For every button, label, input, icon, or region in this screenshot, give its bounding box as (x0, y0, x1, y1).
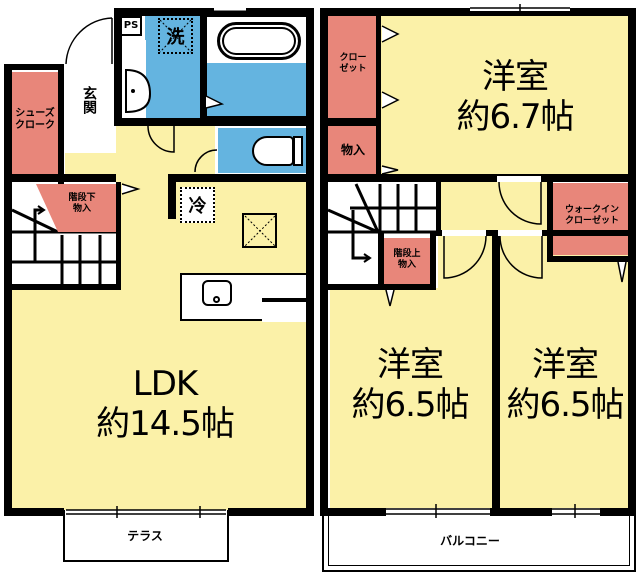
ldk-name: LDK (132, 364, 198, 404)
wall (114, 118, 310, 126)
wall (168, 174, 176, 219)
ps-label: PS (123, 20, 139, 31)
balcony-inner (328, 514, 630, 566)
room-a-name: 洋室 (482, 57, 549, 97)
wall (228, 508, 314, 516)
room-b-area: 約6.5帖 (351, 385, 469, 425)
walk-in-closet (552, 183, 632, 255)
balcony-label: バルコニー (440, 534, 500, 548)
wall (114, 8, 122, 126)
wall (320, 8, 328, 516)
upper-stairs-storage-label: 階段上 物入 (393, 249, 421, 270)
wall (324, 118, 380, 126)
entrance-label: 玄関 (81, 86, 97, 114)
bathtub (217, 22, 301, 60)
room-c-floor (500, 236, 632, 512)
wall (547, 256, 632, 262)
wall (436, 182, 441, 236)
shoe-closet-label: シューズ クローク (15, 108, 55, 131)
wall (306, 8, 314, 516)
upper-stairs-storage (384, 238, 430, 286)
kitchen-counter-notch (262, 300, 310, 322)
wall (376, 14, 381, 178)
kitchen-sink (202, 280, 232, 306)
terrace (63, 510, 229, 562)
wall (628, 8, 636, 516)
fridge-label: 冷 (188, 196, 207, 217)
wall (430, 232, 436, 290)
shoe-closet (10, 72, 60, 174)
closet (328, 14, 378, 118)
balcony (322, 514, 636, 572)
wall (492, 232, 500, 516)
ventilation-box (242, 213, 277, 248)
walk-in-closet-label: ウォークイン クローゼット (564, 205, 619, 226)
wall (58, 64, 64, 184)
room-a-area: 約6.7帖 (456, 97, 574, 137)
wall (168, 174, 314, 182)
wall (114, 8, 314, 16)
wall (324, 174, 632, 182)
room-b-name: 洋室 (377, 345, 444, 385)
room-c-area: 約6.5帖 (506, 385, 624, 425)
storage (328, 126, 378, 174)
kitchen-drain (213, 296, 220, 303)
washer-box (158, 18, 193, 54)
wall (547, 182, 553, 262)
ldk-area: 約14.5帖 (96, 404, 235, 444)
room-c-name: 洋室 (532, 345, 599, 385)
wall (4, 64, 64, 70)
wall (4, 284, 121, 290)
entrance (64, 68, 116, 153)
under-stairs-storage-label: 階段下 物入 (68, 193, 96, 214)
toilet-tank (293, 136, 303, 166)
storage-label: 物入 (340, 143, 365, 157)
wall (4, 508, 64, 516)
terrace-label: テラス (127, 529, 163, 543)
wall (324, 284, 436, 290)
wall (4, 174, 116, 182)
wall (378, 232, 384, 290)
washer-label: 洗 (166, 27, 185, 48)
wall (4, 64, 12, 516)
room-a-floor (380, 10, 632, 176)
closet-label: クロー ゼット (339, 53, 367, 74)
wall (116, 182, 121, 287)
fridge-box (180, 187, 215, 223)
wall (200, 15, 205, 123)
kitchen-counter-notch-wall (262, 298, 310, 302)
